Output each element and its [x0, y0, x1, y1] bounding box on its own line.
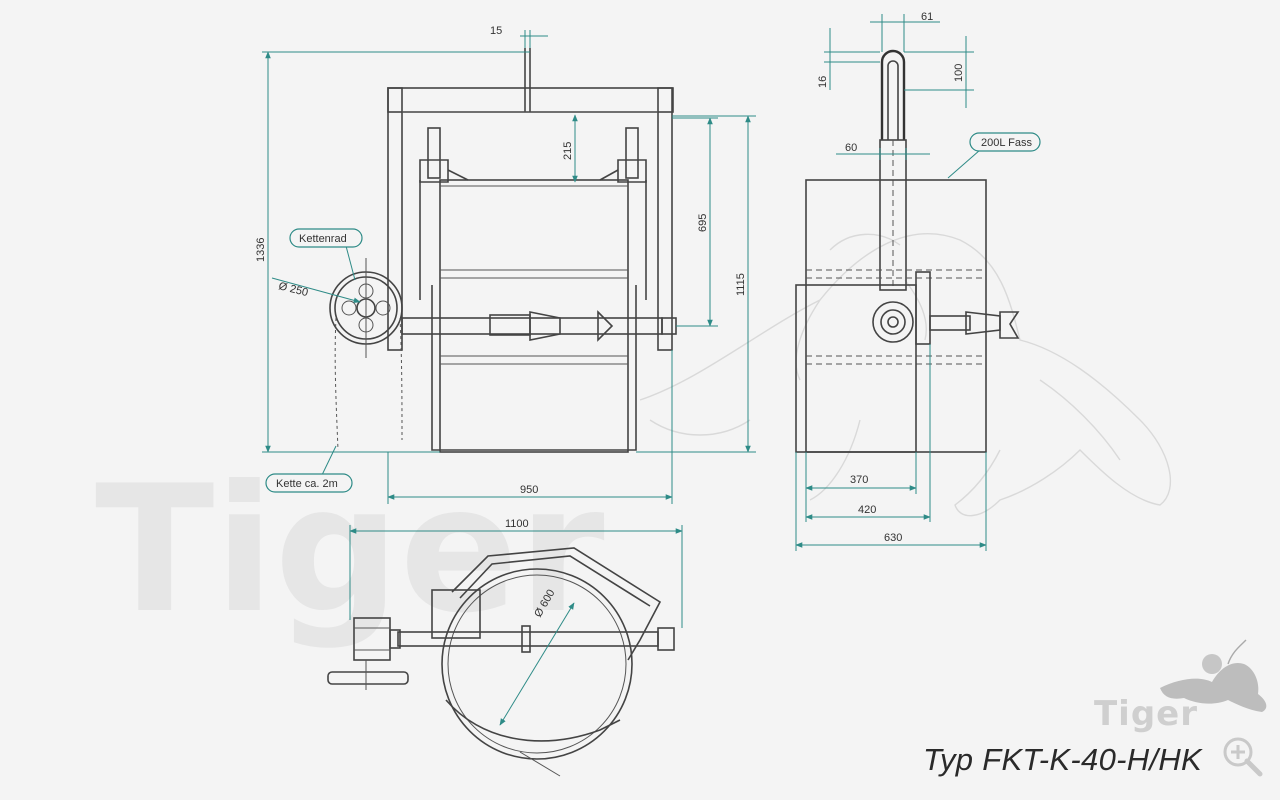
- dim-16: 16: [817, 76, 829, 88]
- callout-fass: 200L Fass: [981, 137, 1032, 149]
- dim-250: Ø 250: [277, 280, 309, 299]
- callout-kettenrad: Kettenrad: [299, 233, 347, 245]
- zoom-button[interactable]: [1218, 732, 1266, 780]
- dim-1100: 1100: [505, 518, 529, 530]
- dim-1336: 1336: [255, 238, 267, 262]
- dim-370: 370: [850, 474, 868, 486]
- callout-kette: Kette ca. 2m: [276, 478, 338, 490]
- zoom-in-icon: [1223, 737, 1263, 777]
- brand-logo-text: Tiger: [1093, 694, 1198, 734]
- side-view: [795, 49, 1020, 453]
- front-dimensions: 15 1336 215 695 1115 Ø 250 950 Kettenrad…: [255, 25, 756, 504]
- dim-61: 61: [921, 11, 933, 23]
- dim-630: 630: [884, 532, 902, 544]
- side-dimensions: 61 16 100 60 200L Fass 370 420 630: [795, 11, 1041, 551]
- dim-15: 15: [490, 25, 502, 37]
- dim-695: 695: [697, 214, 709, 232]
- dim-420: 420: [858, 504, 876, 516]
- drawing-title: Typ FKT-K-40-H/HK: [923, 742, 1202, 777]
- dim-1115: 1115: [735, 273, 747, 296]
- dim-60: 60: [845, 142, 857, 154]
- dim-215: 215: [562, 142, 574, 160]
- tiger-logo-icon: [1160, 639, 1267, 712]
- dim-100: 100: [953, 64, 965, 82]
- front-view: [329, 48, 677, 453]
- dim-950: 950: [520, 484, 538, 496]
- watermark: Tiger: [95, 233, 1172, 652]
